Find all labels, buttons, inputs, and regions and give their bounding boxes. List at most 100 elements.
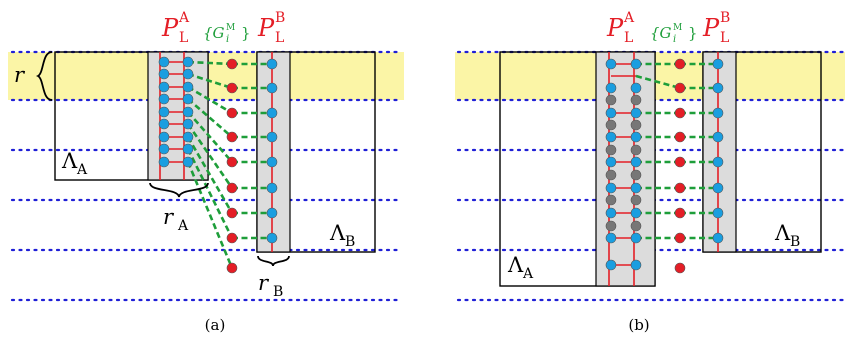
label-pb-sup: B	[275, 10, 285, 26]
site-middle	[674, 207, 686, 219]
site-pa-gray	[630, 194, 642, 206]
label-lambda-b: Λ	[774, 221, 791, 245]
brace-rb	[257, 255, 290, 267]
label-pb-sup: B	[720, 10, 730, 26]
pair-link	[186, 136, 234, 214]
site-pa	[158, 131, 170, 143]
site-pa	[605, 259, 617, 271]
label-pa: P	[606, 14, 624, 42]
site-pb	[712, 182, 724, 194]
site-pb	[712, 156, 724, 168]
site-pa	[158, 93, 170, 105]
site-pb	[266, 131, 278, 143]
site-middle	[674, 58, 686, 70]
label-ra-sub: A	[177, 218, 189, 234]
site-middle	[674, 232, 686, 244]
label-g: {G	[650, 24, 672, 42]
label-pa-sup: A	[178, 10, 190, 26]
label-pb: P	[702, 14, 720, 42]
label-g-sup: M	[673, 23, 682, 33]
label-rb: r	[258, 271, 270, 295]
site-middle	[226, 232, 238, 244]
site-pa-gray	[630, 119, 642, 131]
site-middle	[674, 82, 686, 94]
label-g-close: }	[241, 24, 251, 42]
site-pa	[605, 82, 617, 94]
site-pa-gray	[605, 119, 617, 131]
brace-ra	[149, 182, 209, 198]
site-middle	[226, 58, 238, 70]
site-middle	[226, 131, 238, 143]
site-pa	[158, 143, 170, 155]
pair-link	[187, 72, 233, 90]
label-lambda-a-sub: A	[522, 266, 534, 282]
site-middle	[226, 82, 238, 94]
site-pa-gray	[605, 169, 617, 181]
site-pa	[158, 56, 170, 68]
site-middle	[674, 131, 686, 143]
site-pb	[266, 107, 278, 119]
label-g: {G	[203, 24, 225, 42]
label-pa-sub: L	[624, 30, 633, 46]
site-pa-gray	[605, 194, 617, 206]
site-pa-gray	[605, 94, 617, 106]
site-pa	[158, 81, 170, 93]
pair-link	[187, 60, 233, 66]
region-pb	[702, 51, 737, 253]
site-pa	[605, 58, 617, 70]
label-ra: r	[163, 205, 175, 229]
pair-link	[186, 148, 234, 239]
site-pa	[182, 68, 194, 80]
site-pa	[630, 182, 642, 194]
label-g-sub: i	[673, 34, 676, 45]
site-pa-gray	[630, 144, 642, 156]
site-pa	[158, 118, 170, 130]
site-pa	[630, 207, 642, 219]
label-g-sup: M	[226, 23, 235, 33]
label-r: r	[14, 63, 26, 87]
caption-a: (a)	[205, 316, 226, 334]
site-pa	[630, 82, 642, 94]
site-pb	[266, 232, 278, 244]
site-pa	[158, 106, 170, 118]
site-pa	[605, 156, 617, 168]
site-middle	[226, 156, 238, 168]
label-g-sub: i	[226, 34, 229, 45]
site-pa	[630, 58, 642, 70]
site-pb	[266, 207, 278, 219]
region-pa	[147, 51, 209, 181]
pair-link	[187, 111, 233, 163]
site-pa	[630, 232, 642, 244]
site-pb	[712, 207, 724, 219]
site-pa-gray	[630, 94, 642, 106]
site-middle	[226, 262, 238, 274]
site-pa	[182, 143, 194, 155]
label-lambda-a: Λ	[61, 149, 78, 173]
site-pb	[712, 131, 724, 143]
site-middle	[674, 182, 686, 194]
label-lambda-a: Λ	[507, 253, 524, 277]
site-pb	[712, 58, 724, 70]
brace-r	[35, 51, 53, 101]
site-middle	[674, 107, 686, 119]
site-pa	[630, 156, 642, 168]
site-middle	[674, 262, 686, 274]
site-pb	[266, 82, 278, 94]
label-lambda-b-sub: B	[345, 234, 355, 250]
label-rb-sub: B	[273, 284, 283, 300]
site-pa	[605, 131, 617, 143]
site-pa	[158, 68, 170, 80]
site-pa	[630, 107, 642, 119]
site-pb	[266, 58, 278, 70]
pair-link	[186, 161, 234, 269]
label-pa-sup: A	[623, 10, 635, 26]
site-pa	[158, 156, 170, 168]
pair-link	[187, 98, 233, 138]
region-pb	[256, 51, 291, 253]
site-middle	[226, 182, 238, 194]
caption-b: (b)	[628, 316, 649, 334]
site-middle	[226, 107, 238, 119]
site-pa	[630, 131, 642, 143]
